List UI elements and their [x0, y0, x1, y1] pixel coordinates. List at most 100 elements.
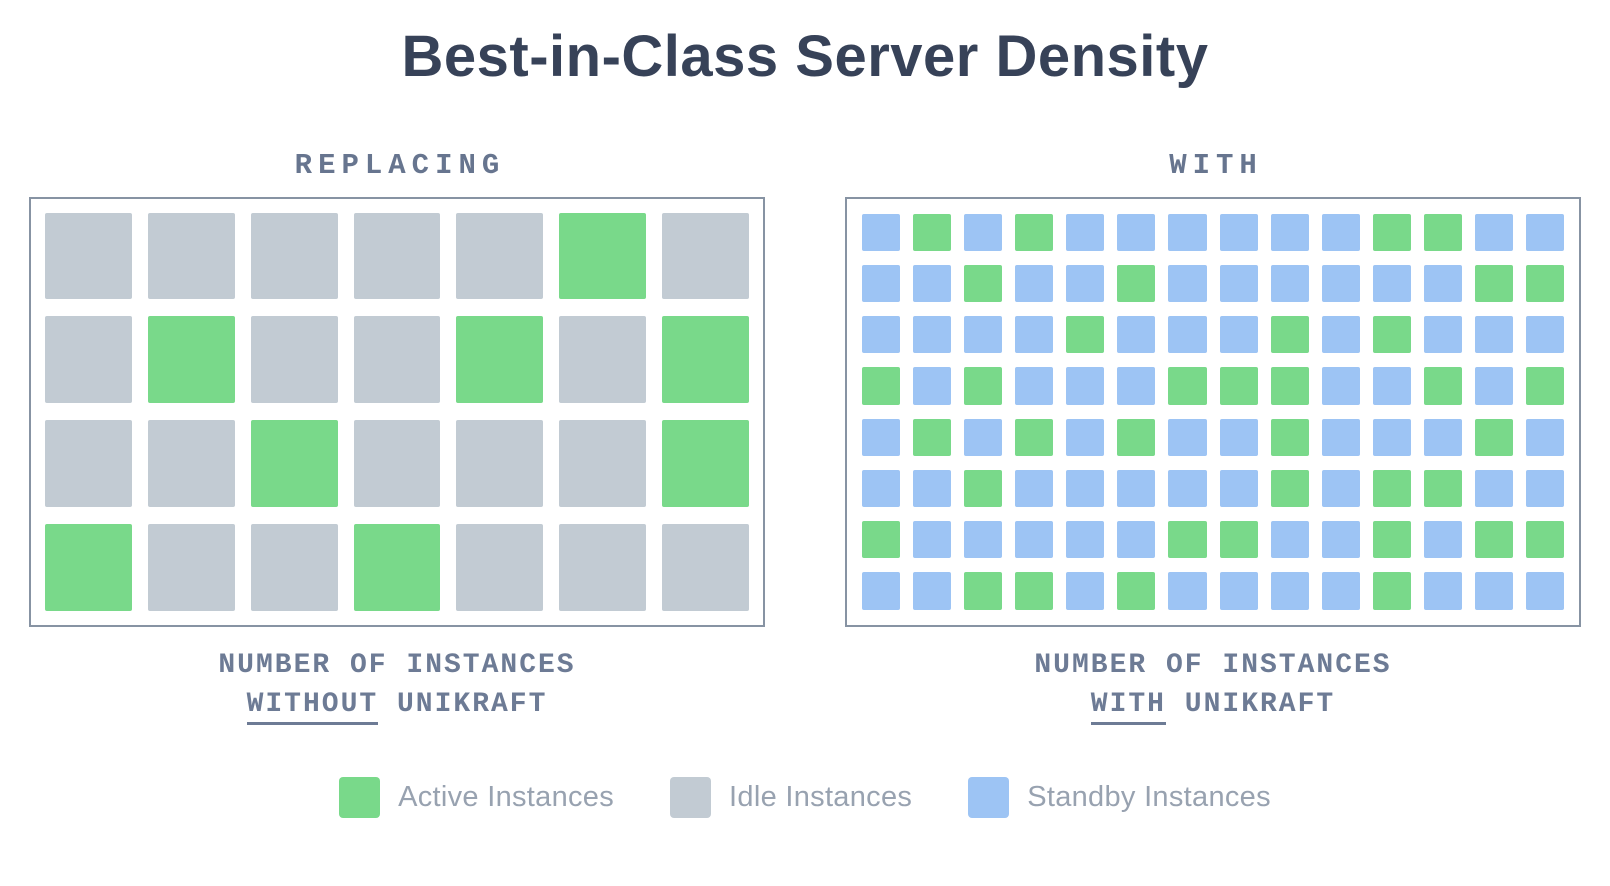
- idle-instance-cell: [456, 523, 544, 611]
- active-instance-cell: [1117, 418, 1156, 456]
- standby-instance-cell: [862, 213, 901, 251]
- standby-instance-cell: [1066, 469, 1105, 508]
- standby-instance-cell: [1474, 367, 1513, 405]
- standby-instance-cell: [1372, 418, 1411, 456]
- active-instance-cell: [862, 367, 901, 405]
- standby-instance-cell: [1372, 264, 1411, 303]
- legend: Active Instances Idle Instances Standby …: [0, 777, 1610, 819]
- standby-instance-cell: [1423, 572, 1462, 610]
- active-instance-cell: [147, 316, 235, 404]
- active-instance-cell: [1117, 264, 1156, 303]
- standby-instance-cell: [1321, 316, 1360, 354]
- standby-instance-cell: [1270, 264, 1309, 303]
- active-instance-cell: [1270, 316, 1309, 354]
- caption-rest: UNIKRAFT: [1165, 688, 1336, 720]
- active-instance-cell: [662, 316, 749, 404]
- standby-instance-cell: [1474, 316, 1513, 354]
- standby-instance-cell: [1219, 572, 1258, 610]
- legend-label-standby: Standby Instances: [1027, 781, 1271, 814]
- idle-instance-cell: [147, 523, 235, 611]
- active-instance-cell: [1474, 418, 1513, 456]
- standby-instance-cell: [862, 418, 901, 456]
- comparison-panels: REPLACING NUMBER OF INSTANCES WITHOUT UN…: [0, 149, 1610, 726]
- active-instance-cell: [964, 367, 1003, 405]
- idle-instance-cell: [456, 420, 544, 507]
- active-instance-cell: [1066, 316, 1105, 354]
- standby-instance-cell: [1270, 213, 1309, 251]
- active-instance-cell: [1015, 213, 1054, 251]
- idle-instances-swatch: [670, 777, 712, 819]
- active-instance-cell: [1372, 213, 1411, 251]
- standby-instance-cell: [1270, 521, 1309, 559]
- idle-instance-cell: [559, 316, 647, 404]
- standby-instance-cell: [1321, 572, 1360, 610]
- active-instance-cell: [1423, 213, 1462, 251]
- legend-item-standby: Standby Instances: [968, 777, 1271, 819]
- active-instance-cell: [1117, 572, 1156, 610]
- standby-instance-cell: [1372, 367, 1411, 405]
- standby-instance-cell: [1219, 264, 1258, 303]
- standby-instances-swatch: [968, 777, 1010, 819]
- idle-instance-cell: [456, 212, 544, 300]
- standby-instance-cell: [1321, 264, 1360, 303]
- standby-instance-cell: [1168, 469, 1207, 508]
- legend-item-active: Active Instances: [339, 777, 615, 819]
- standby-instance-cell: [1525, 316, 1564, 354]
- without-unikraft-caption: NUMBER OF INSTANCES WITHOUT UNIKRAFT: [29, 646, 765, 726]
- caption-line-1: NUMBER OF INSTANCES: [1034, 649, 1392, 681]
- page-title: Best-in-Class Server Density: [401, 24, 1209, 89]
- idle-instance-cell: [353, 316, 441, 404]
- standby-instance-cell: [1015, 367, 1054, 405]
- standby-instance-cell: [1015, 264, 1054, 303]
- legend-label-idle: Idle Instances: [729, 781, 913, 814]
- legend-label-active: Active Instances: [398, 781, 615, 814]
- standby-instance-cell: [1423, 264, 1462, 303]
- standby-instance-cell: [964, 316, 1003, 354]
- standby-instance-cell: [1474, 469, 1513, 508]
- standby-instance-cell: [1525, 418, 1564, 456]
- with-unikraft-grid: [845, 196, 1581, 627]
- standby-instance-cell: [1066, 418, 1105, 456]
- standby-instance-cell: [1219, 316, 1258, 354]
- active-instance-cell: [1168, 521, 1207, 559]
- active-instance-cell: [964, 264, 1003, 303]
- standby-instance-cell: [1015, 521, 1054, 559]
- standby-instance-cell: [913, 264, 952, 303]
- standby-instance-cell: [862, 264, 901, 303]
- idle-instance-cell: [353, 420, 441, 507]
- standby-instance-cell: [1474, 572, 1513, 610]
- standby-instance-cell: [1525, 213, 1564, 251]
- standby-instance-cell: [1321, 469, 1360, 508]
- active-instance-cell: [1372, 521, 1411, 559]
- underlined-word: WITH: [1090, 689, 1166, 726]
- standby-instance-cell: [1117, 469, 1156, 508]
- standby-instance-cell: [1321, 521, 1360, 559]
- idle-instance-cell: [45, 420, 132, 507]
- active-instance-cell: [913, 418, 952, 456]
- standby-instance-cell: [1117, 367, 1156, 405]
- active-instance-cell: [250, 420, 338, 507]
- standby-instance-cell: [1168, 572, 1207, 610]
- active-instance-cell: [964, 469, 1003, 508]
- standby-instance-cell: [964, 213, 1003, 251]
- standby-instance-cell: [1423, 418, 1462, 456]
- idle-instance-cell: [353, 212, 441, 300]
- standby-instance-cell: [862, 572, 901, 610]
- standby-instance-cell: [1117, 521, 1156, 559]
- active-instance-cell: [662, 420, 749, 507]
- standby-instance-cell: [1168, 213, 1207, 251]
- idle-instance-cell: [250, 316, 338, 404]
- active-instance-cell: [1474, 521, 1513, 559]
- standby-instance-cell: [913, 469, 952, 508]
- idle-instance-cell: [147, 420, 235, 507]
- active-instance-cell: [1423, 367, 1462, 405]
- standby-instance-cell: [1270, 572, 1309, 610]
- without-unikraft-grid: [29, 196, 765, 627]
- idle-instance-cell: [250, 523, 338, 611]
- standby-instance-cell: [1066, 264, 1105, 303]
- active-instance-cell: [1525, 367, 1564, 405]
- idle-instance-cell: [559, 523, 647, 611]
- standby-instance-cell: [913, 521, 952, 559]
- standby-instance-cell: [1423, 316, 1462, 354]
